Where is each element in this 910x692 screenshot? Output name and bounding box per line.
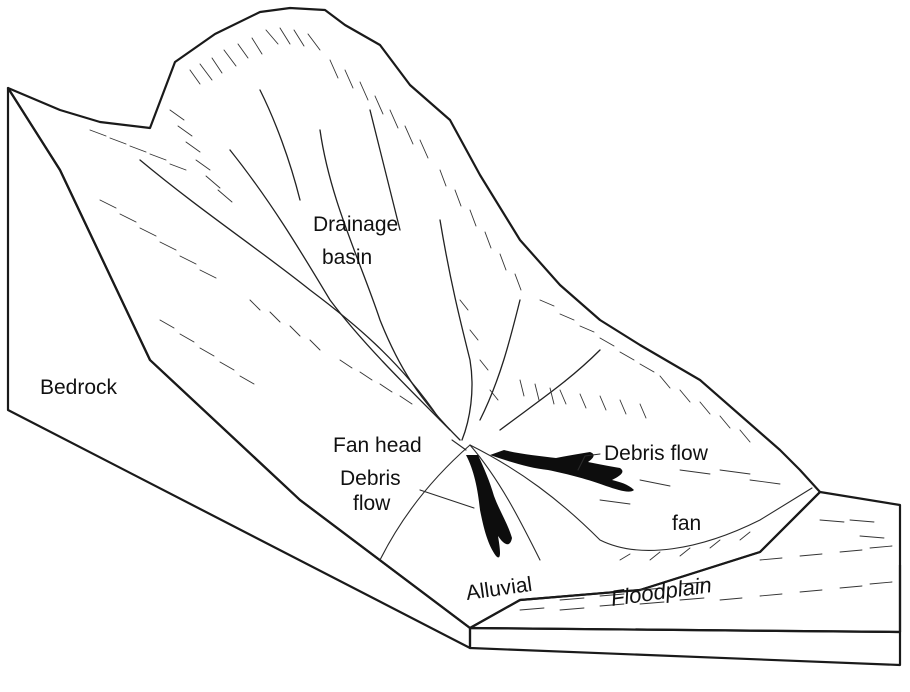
leader-debris-flow-left [420, 490, 474, 508]
floodplain-label: Floodplain [609, 572, 713, 611]
fan-head-label: Fan head [333, 434, 422, 457]
fan-label: fan [672, 512, 701, 535]
drainage-basin-label-line1: Drainage [313, 213, 398, 236]
drainage-basin-label-line2: basin [322, 246, 372, 269]
bedrock-face [8, 88, 470, 648]
mountain-outline [8, 8, 820, 628]
debris-flow-right-label: Debris flow [604, 442, 709, 465]
debris-flow-left-label-line2: flow [353, 492, 391, 515]
floodplain-slab-face [470, 628, 900, 665]
debris-flow-left-label-line1: Debris [340, 467, 401, 490]
bedrock-label: Bedrock [40, 376, 118, 399]
hillslope-hachures [90, 28, 750, 442]
leader-fan-head [452, 440, 466, 450]
